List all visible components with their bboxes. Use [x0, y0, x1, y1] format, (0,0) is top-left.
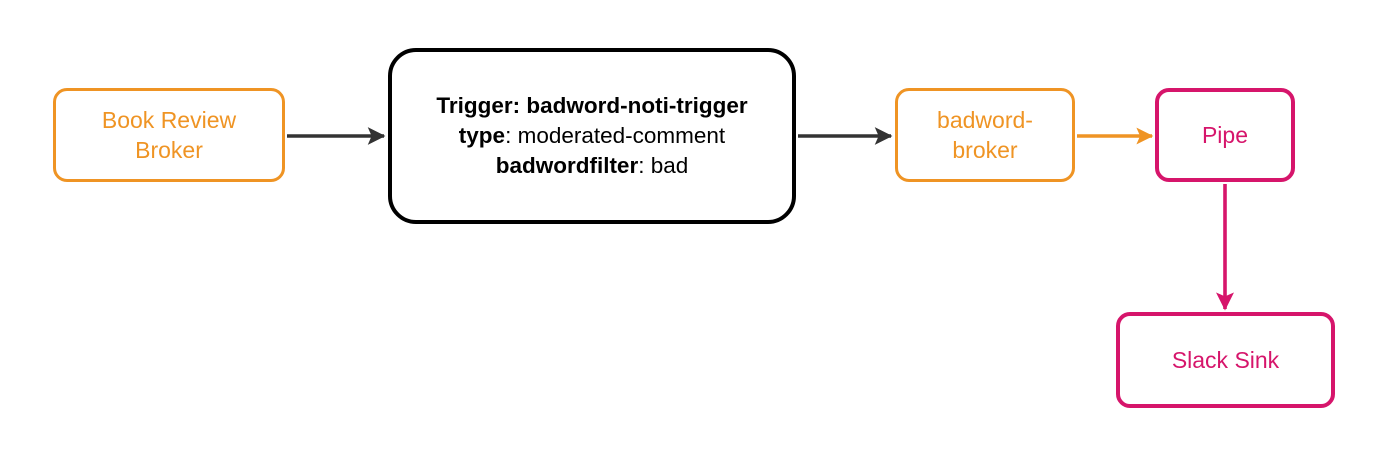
- trigger-line-name-value: badword-noti-trigger: [526, 93, 748, 119]
- node-slack-sink[interactable]: Slack Sink: [1116, 312, 1335, 408]
- node-slack-sink-label: Slack Sink: [1171, 346, 1280, 373]
- node-trigger-label: Trigger: badword-noti-trigger type: mode…: [436, 91, 747, 180]
- trigger-line-badwordfilter-key: badwordfilter: [495, 152, 639, 178]
- node-badword-broker-label: badword- broker: [937, 106, 1033, 163]
- trigger-line-badwordfilter-separator: :: [638, 152, 651, 178]
- node-badword-broker[interactable]: badword- broker: [895, 88, 1075, 182]
- trigger-line-badwordfilter: badwordfilter: bad: [436, 151, 747, 181]
- trigger-line-badwordfilter-value: bad: [650, 152, 689, 178]
- node-book-review-broker[interactable]: Book Review Broker: [53, 88, 285, 182]
- node-pipe-label: Pipe: [1201, 121, 1249, 148]
- trigger-line-type-value: moderated-comment: [517, 123, 726, 149]
- trigger-line-name: Trigger: badword-noti-trigger: [436, 91, 747, 121]
- trigger-line-type: type: moderated-comment: [436, 121, 747, 151]
- node-book-review-broker-label: Book Review Broker: [101, 106, 237, 163]
- node-trigger[interactable]: Trigger: badword-noti-trigger type: mode…: [388, 48, 796, 224]
- trigger-line-type-separator: :: [505, 123, 518, 149]
- trigger-line-name-key: Trigger:: [436, 93, 521, 119]
- trigger-line-type-key: type: [458, 123, 506, 149]
- node-pipe[interactable]: Pipe: [1155, 88, 1295, 182]
